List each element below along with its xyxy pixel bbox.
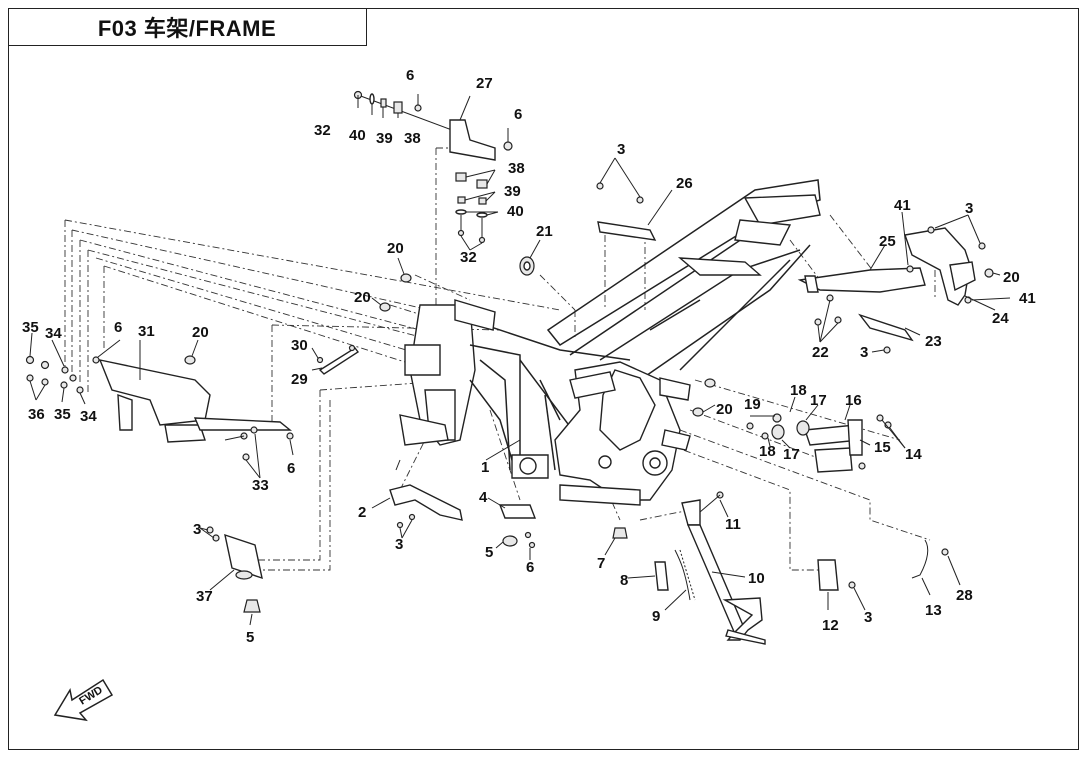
callout-41: 41 bbox=[1019, 290, 1036, 307]
callout-9: 9 bbox=[652, 608, 660, 625]
title-block: F03 车架/FRAME bbox=[8, 8, 367, 46]
callout-labels: 1 2 3 3 3 3 3 3 4 5 5 6 6 6 6 6 7 8 9 10… bbox=[22, 67, 1036, 646]
callout-37: 37 bbox=[196, 588, 213, 605]
callout-6: 6 bbox=[287, 460, 295, 477]
upper-bracket-group bbox=[353, 90, 513, 251]
callout-20: 20 bbox=[192, 324, 209, 341]
diagram-title: F03 车架/FRAME bbox=[97, 15, 277, 41]
callout-36: 36 bbox=[28, 406, 45, 423]
callout-29: 29 bbox=[291, 371, 308, 388]
callout-3: 3 bbox=[395, 536, 403, 553]
callout-33: 33 bbox=[252, 477, 269, 494]
callout-24: 24 bbox=[992, 310, 1009, 327]
callout-20: 20 bbox=[387, 240, 404, 257]
callout-19: 19 bbox=[744, 396, 761, 413]
fwd-arrow: FWD bbox=[53, 678, 114, 722]
callout-28: 28 bbox=[956, 587, 973, 604]
bracket-14-19-group bbox=[746, 396, 906, 473]
clip-29-30-group bbox=[311, 344, 360, 375]
callout-18: 18 bbox=[759, 443, 776, 460]
callout-25: 25 bbox=[879, 233, 896, 250]
callout-21: 21 bbox=[536, 223, 553, 240]
callout-6: 6 bbox=[514, 106, 522, 123]
callout-15: 15 bbox=[874, 439, 891, 456]
callout-39: 39 bbox=[376, 130, 393, 147]
callout-38: 38 bbox=[508, 160, 525, 177]
callout-3: 3 bbox=[965, 200, 973, 217]
misc-leaders bbox=[395, 439, 521, 471]
callout-12: 12 bbox=[822, 617, 839, 634]
callout-16: 16 bbox=[845, 392, 862, 409]
bracket-37-group bbox=[199, 526, 263, 626]
side-stand-group bbox=[604, 491, 766, 645]
callout-17: 17 bbox=[810, 392, 827, 409]
left-bracket-group bbox=[25, 332, 294, 479]
callout-31: 31 bbox=[138, 323, 155, 340]
callout-6: 6 bbox=[114, 319, 122, 336]
callout-41: 41 bbox=[894, 197, 911, 214]
callout-20: 20 bbox=[354, 289, 371, 306]
hook-13-group bbox=[911, 539, 961, 596]
callout-34: 34 bbox=[45, 325, 62, 342]
rear-bracket-group bbox=[797, 211, 1011, 354]
bracket-26-group bbox=[596, 157, 673, 241]
callout-2: 2 bbox=[358, 504, 366, 521]
callout-26: 26 bbox=[676, 175, 693, 192]
callout-5: 5 bbox=[246, 629, 254, 646]
callout-3: 3 bbox=[864, 609, 872, 626]
drawing-border bbox=[8, 8, 1079, 750]
callout-3: 3 bbox=[860, 344, 868, 361]
callout-22: 22 bbox=[812, 344, 829, 361]
callout-4: 4 bbox=[479, 489, 488, 506]
callout-6: 6 bbox=[526, 559, 534, 576]
callout-17: 17 bbox=[783, 446, 800, 463]
main-frame bbox=[399, 179, 821, 506]
callout-3: 3 bbox=[193, 521, 201, 538]
callout-27: 27 bbox=[476, 75, 493, 92]
callout-38: 38 bbox=[404, 130, 421, 147]
callout-5: 5 bbox=[485, 544, 493, 561]
callout-6: 6 bbox=[406, 67, 414, 84]
fwd-arrow-icon bbox=[53, 678, 114, 722]
callout-20: 20 bbox=[1003, 269, 1020, 286]
callout-10: 10 bbox=[748, 570, 765, 587]
callout-32: 32 bbox=[460, 249, 477, 266]
callout-7: 7 bbox=[597, 555, 605, 572]
callout-40: 40 bbox=[507, 203, 524, 220]
callout-13: 13 bbox=[925, 602, 942, 619]
callout-1: 1 bbox=[481, 459, 489, 476]
callout-18: 18 bbox=[790, 382, 807, 399]
bracket-2-group bbox=[371, 484, 463, 539]
bracket-4-group bbox=[487, 497, 537, 560]
bracket-12-group bbox=[817, 559, 866, 611]
callout-30: 30 bbox=[291, 337, 308, 354]
callout-23: 23 bbox=[925, 333, 942, 350]
callout-20: 20 bbox=[716, 401, 733, 418]
callout-35: 35 bbox=[22, 319, 39, 336]
callout-32: 32 bbox=[314, 122, 331, 139]
callout-39: 39 bbox=[504, 183, 521, 200]
grommets-20-21 bbox=[184, 239, 716, 417]
callout-34: 34 bbox=[80, 408, 97, 425]
callout-14: 14 bbox=[905, 446, 922, 463]
callout-40: 40 bbox=[349, 127, 366, 144]
callout-11: 11 bbox=[725, 516, 741, 533]
callout-35: 35 bbox=[54, 406, 71, 423]
callout-8: 8 bbox=[620, 572, 628, 589]
callout-3: 3 bbox=[617, 141, 625, 158]
